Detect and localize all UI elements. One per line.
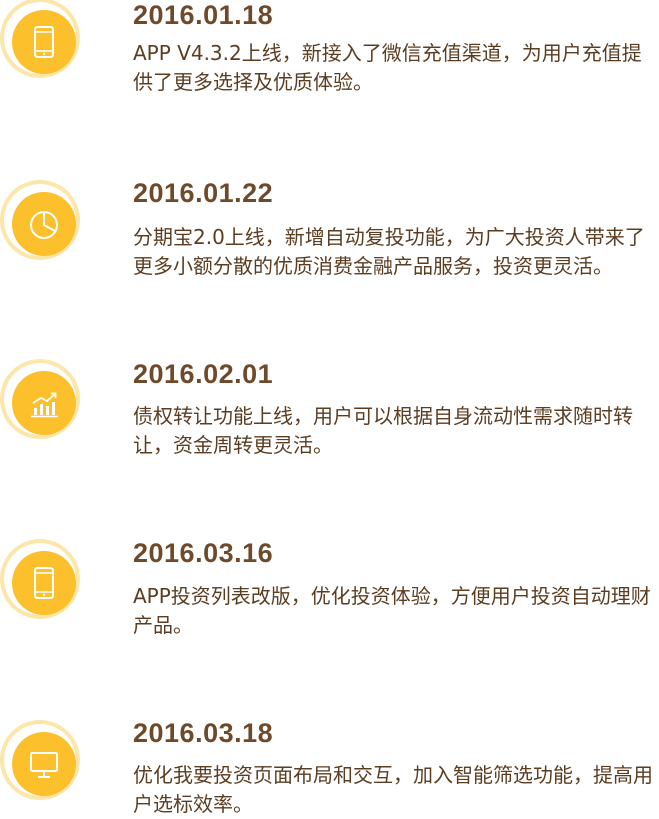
entry-description: 分期宝2.0上线，新增自动复投功能，为广大投资人带来了更多小额分散的优质消费金融… bbox=[133, 225, 645, 278]
entry-date: 2016.03.18 bbox=[133, 718, 274, 748]
entry-date: 2016.02.01 bbox=[133, 359, 274, 389]
phone-icon bbox=[34, 26, 54, 58]
timeline-badge bbox=[0, 180, 80, 260]
entry-description: APP V4.3.2上线，新接入了微信充值渠道，为用户充值提供了更多选择及优质体… bbox=[133, 41, 642, 94]
timeline-badge bbox=[0, 0, 80, 78]
entry-date: 2016.01.22 bbox=[133, 178, 274, 208]
pie-chart-icon bbox=[30, 211, 58, 239]
entry-description: APP投资列表改版，优化投资体验，方便用户投资自动理财产品。 bbox=[133, 584, 651, 637]
phone-icon bbox=[34, 567, 54, 599]
timeline-badge bbox=[0, 359, 80, 439]
timeline-badge bbox=[0, 539, 80, 619]
entry-description: 债权转让功能上线，用户可以根据自身流动性需求随时转让，资金周转更灵活。 bbox=[133, 404, 633, 457]
entry-description: 优化我要投资页面布局和交互，加入智能筛选功能，提高用户选标效率。 bbox=[133, 763, 653, 816]
entry-date: 2016.01.18 bbox=[133, 0, 274, 30]
monitor-icon bbox=[30, 752, 58, 778]
timeline-badge bbox=[0, 720, 80, 800]
entry-date: 2016.03.16 bbox=[133, 538, 274, 568]
bar-chart-icon bbox=[31, 392, 58, 418]
